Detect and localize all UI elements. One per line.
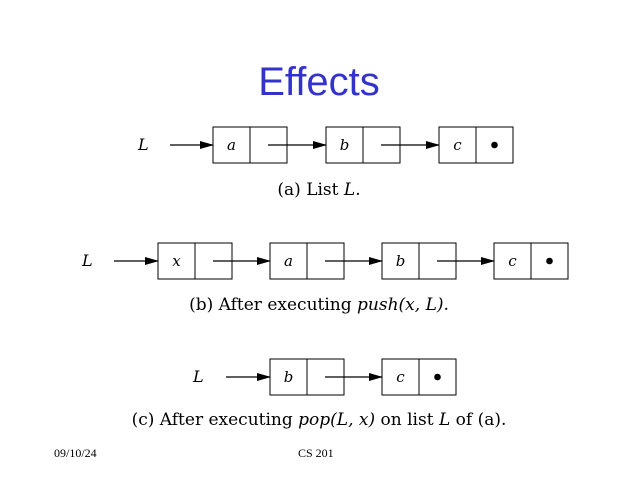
caption-b-func: push(x, L) [357,295,444,315]
caption-a-var: L [343,180,356,200]
list-a: L a b c [137,126,514,164]
list-b-null-pointer [546,257,553,265]
list-b-node-4-value: c [508,252,517,270]
list-c-null-pointer [434,373,441,381]
list-a-null-pointer [491,141,498,149]
list-b: L x a b c [81,242,569,280]
caption-a: (a) List L. [0,180,638,200]
list-b-node-4: c [493,242,569,280]
caption-a-suffix: . [355,180,361,200]
caption-b-suffix: . [443,295,449,315]
caption-c-mid: on list [375,410,439,430]
list-b-head-label: L [81,251,93,270]
list-c-node-2: c [381,358,457,396]
list-a-node-2-value: b [340,136,350,154]
list-b-node-3-value: b [396,252,406,270]
footer-date: 09/10/24 [54,446,97,460]
caption-c-var: L [438,410,451,430]
list-a-node-3-value: c [453,136,462,154]
list-c-node-1-value: b [284,368,294,386]
caption-b: (b) After executing push(x, L). [0,295,638,315]
slide-title: Effects [258,60,380,104]
caption-b-prefix: (b) After executing [189,295,358,315]
caption-a-prefix: (a) List [277,180,344,200]
list-a-node-3: c [438,126,514,164]
list-c: L b c [192,358,457,396]
list-c-head-label: L [192,367,204,386]
caption-c-suffix: of (a). [450,410,507,430]
list-b-node-2-value: a [284,252,293,270]
list-c-node-2-value: c [396,368,405,386]
list-a-node-1-value: a [227,136,236,154]
caption-c: (c) After executing pop(L, x) on list L … [0,410,638,430]
caption-c-func: pop(L, x) [298,410,376,430]
list-a-head-label: L [137,135,149,154]
footer-course: CS 201 [298,446,334,460]
caption-c-prefix: (c) After executing [131,410,299,430]
list-b-node-1-value: x [172,252,181,270]
